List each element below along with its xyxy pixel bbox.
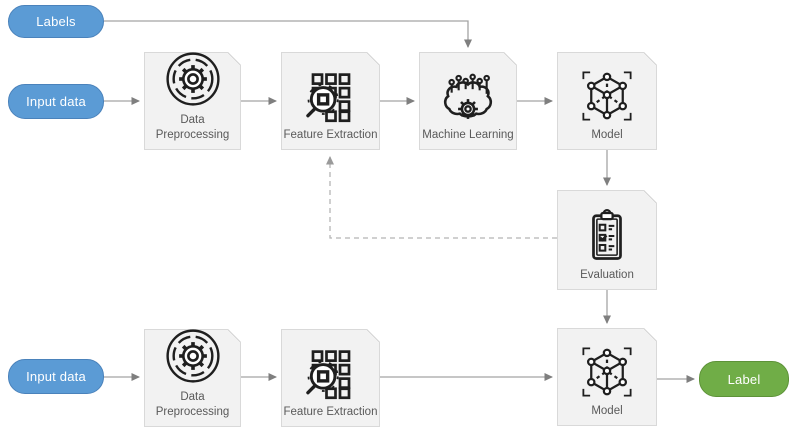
magnifier-grid-icon bbox=[304, 69, 358, 123]
node-model-top: Model bbox=[557, 52, 657, 150]
node-model-bottom: Model bbox=[557, 328, 657, 426]
cube-network-icon bbox=[580, 69, 634, 123]
node-label: Model bbox=[591, 405, 623, 418]
input-data-pill-top-text: Input data bbox=[26, 94, 86, 109]
labels-pill: Labels bbox=[8, 5, 104, 38]
node-machine-learning: Machine Learning bbox=[419, 52, 517, 150]
input-data-pill-top: Input data bbox=[8, 84, 104, 119]
gear-rings-icon bbox=[164, 327, 222, 385]
label-output-pill: Label bbox=[699, 361, 789, 397]
input-data-pill-bottom-text: Input data bbox=[26, 369, 86, 384]
connector-evaluation-feedback-to-feature bbox=[326, 156, 557, 239]
node-evaluation: Evaluation bbox=[557, 190, 657, 290]
magnifier-grid-icon bbox=[304, 346, 358, 400]
node-feature-extraction-bottom: Feature Extraction bbox=[281, 329, 380, 427]
connector-labels-to-machine-learning bbox=[104, 20, 472, 48]
node-label: Evaluation bbox=[580, 269, 634, 282]
labels-pill-text: Labels bbox=[36, 14, 76, 29]
node-feature-extraction-top: Feature Extraction bbox=[281, 52, 380, 150]
brain-gear-icon bbox=[440, 67, 496, 123]
gear-rings-icon bbox=[164, 50, 222, 108]
node-label: Feature Extraction bbox=[283, 129, 378, 142]
input-data-pill-bottom: Input data bbox=[8, 359, 104, 394]
label-output-pill-text: Label bbox=[727, 371, 761, 387]
node-label: Feature Extraction bbox=[283, 406, 378, 419]
cube-network-icon bbox=[580, 345, 634, 399]
clipboard-checklist-icon bbox=[580, 209, 634, 263]
node-label: Model bbox=[591, 129, 623, 142]
node-label: Machine Learning bbox=[422, 129, 514, 142]
